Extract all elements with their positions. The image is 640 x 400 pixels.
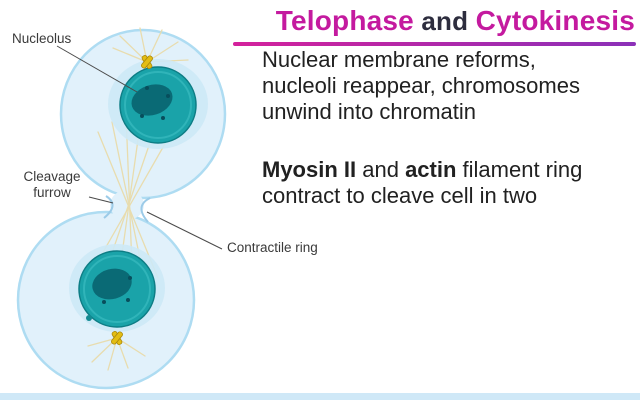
bottom-border-bar <box>0 393 640 400</box>
title-telophase: Telophase <box>275 5 414 36</box>
furrow-pinch-left <box>103 195 114 219</box>
nucleolus-leader-line <box>56 45 138 93</box>
cleavage-leader-line <box>88 196 114 204</box>
cleavage-furrow-label: Cleavage furrow <box>23 169 81 200</box>
description-line: Myosin II and actin filament ring <box>262 157 583 182</box>
top-nucleolus <box>131 84 173 116</box>
myosin-term: Myosin II <box>262 157 357 182</box>
page-title: Telophase and Cytokinesis <box>228 5 635 37</box>
description-line: unwind into chromatin <box>262 98 477 124</box>
cytokinesis-description: Myosin II and actin filament ring contra… <box>262 157 582 209</box>
description-line: Nuclear membrane reforms, <box>262 47 536 72</box>
furrow-pinch-right <box>140 197 151 223</box>
title-conjunction: and <box>413 6 476 36</box>
leader-lines <box>56 45 223 250</box>
description-line: contract to cleave cell in two <box>262 182 538 208</box>
telophase-description: Nuclear membrane reforms, nucleoli reapp… <box>262 47 580 125</box>
centrosome-top <box>141 55 153 69</box>
centrosome-bottom <box>111 331 123 345</box>
contractile-ring-label: Contractile ring <box>227 240 318 255</box>
actin-term: actin <box>405 157 457 182</box>
nucleolus-label: Nucleolus <box>12 31 72 46</box>
cleavage-bridge <box>110 190 144 220</box>
title-cytokinesis: Cytokinesis <box>475 5 635 36</box>
description-line: nucleoli reappear, chromosomes <box>262 72 580 98</box>
bottom-nucleolus <box>92 268 132 300</box>
contractile-leader-line <box>146 211 223 250</box>
bottom-nucleus <box>69 244 165 332</box>
top-nucleus <box>108 59 208 149</box>
title-underline <box>233 42 636 46</box>
